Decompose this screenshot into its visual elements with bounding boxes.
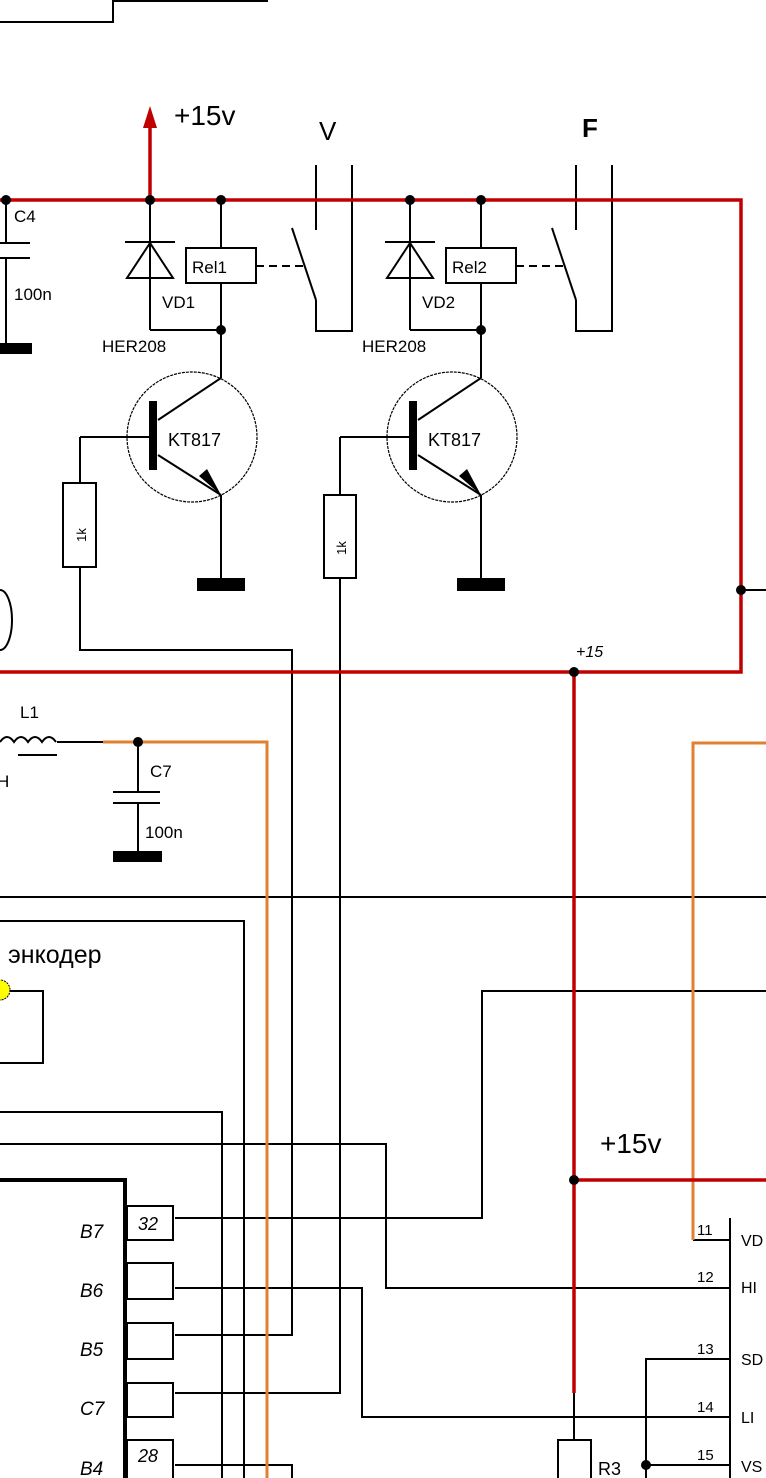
supply-arrow-icon [143,106,157,128]
vd1-label: VD1 [162,293,195,312]
mcu-pin-name: B4 [80,1459,103,1478]
supply-top-label: +15v [174,100,236,131]
resistor-r3 [557,1439,592,1478]
encoder-box [0,920,245,1478]
c7-label: C7 [150,762,172,781]
resistor-1 [62,482,97,568]
mcu-pin-name: B5 [80,1340,104,1361]
supply-mid-label: +15v [600,1128,662,1159]
mcu-pin-name: C7 [80,1399,106,1420]
driver-pin-number: 11 [697,1222,713,1239]
mcu-pin-name: B7 [80,1222,105,1243]
driver-pin-number: 14 [697,1399,714,1416]
resistor-2 [323,494,357,579]
rail-label: +15 [576,644,603,661]
ground-symbols [0,343,505,862]
mcu-pin-number: 28 [137,1446,158,1466]
c7-value: 100n [145,823,183,842]
q2-part: KT817 [428,430,481,450]
junction-dots [1,195,746,1470]
mcu-pin-labels: B7 B6 B5 C7 B4 32 28 [80,1214,158,1478]
encoder-label: энкодер [8,941,102,969]
r1-value: 1k [74,528,89,542]
c4-label: C4 [14,207,36,226]
driver-pin-number: 13 [697,1341,714,1358]
l1-unit: H [0,772,9,791]
mcu-pin-name: B6 [80,1281,104,1302]
rel2-label: Rel2 [452,258,487,277]
mcu-pin-number: 32 [138,1214,158,1234]
driver-pin-name: HI [741,1280,757,1297]
rel1-label: Rel1 [192,258,227,277]
diode2-part: HER208 [362,337,426,356]
signal-wires [103,740,766,1478]
r2-value: 1k [334,541,349,555]
q1-part: KT817 [168,430,221,450]
encoder-knob-icon [0,979,11,1001]
encoder-body [0,990,44,1064]
vd2-label: VD2 [422,293,455,312]
top-left-box [0,0,114,23]
switch-f-label: F [582,113,598,143]
power-rails [0,125,766,1393]
driver-pin-number: 12 [697,1269,714,1286]
l1-label: L1 [20,703,39,722]
mcu-body [0,1178,127,1478]
driver-pin-name: SD [741,1352,763,1369]
driver-pin-number: 15 [697,1447,714,1464]
driver-pin-name: VD [741,1233,763,1250]
c4-value: 100n [14,285,52,304]
r3-label: R3 [598,1459,621,1478]
driver-pin-name: LI [741,1410,754,1427]
driver-pin-name: VS [741,1459,762,1476]
driver-pin-labels: 11 12 13 14 15 VD HI SD LI VS [697,1222,763,1476]
diode1-part: HER208 [102,337,166,356]
switch-v-label: V [319,116,337,146]
